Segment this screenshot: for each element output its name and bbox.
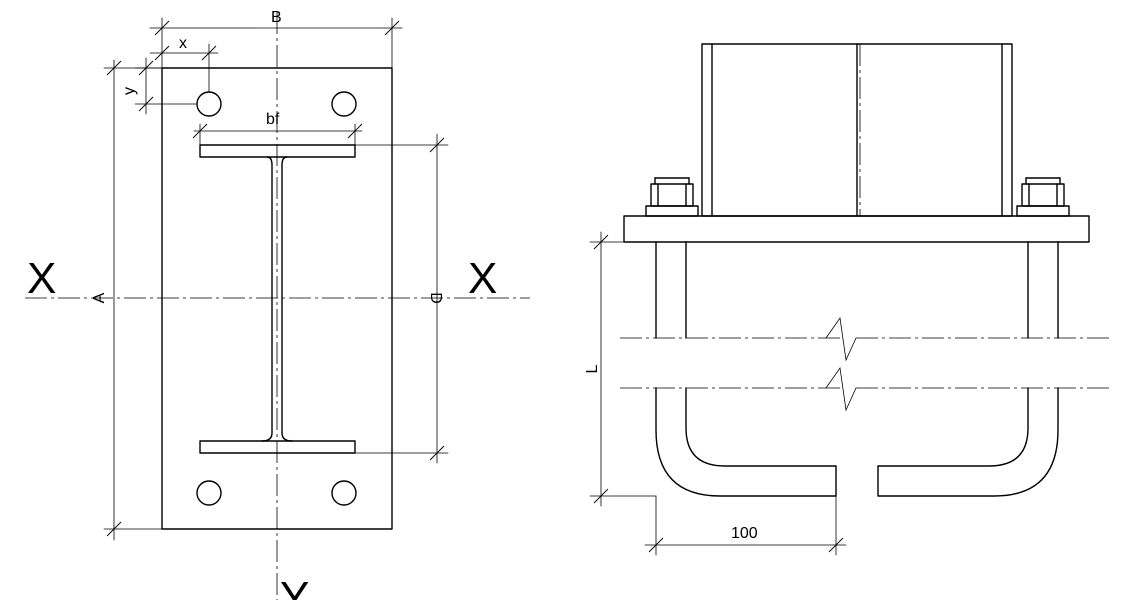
dimension-bf: bf — [192, 111, 363, 146]
y-axis-label: Y — [280, 573, 309, 600]
dimension-a: A — [91, 59, 163, 541]
bolt-hole-top-left — [196, 91, 222, 117]
base-plate-outline — [161, 67, 393, 530]
column-elevation — [701, 43, 1013, 217]
bottom-flange — [199, 440, 356, 454]
dimension-bf-label: bf — [266, 111, 280, 128]
top-flange — [199, 144, 356, 158]
dimension-b-label: B — [271, 9, 282, 26]
dimension-d-label: D — [427, 292, 444, 304]
x-axis-label-right: X — [468, 254, 497, 303]
bolt-hole-top-right — [331, 91, 357, 117]
web — [261, 156, 293, 442]
x-axis-label-left: X — [27, 254, 56, 303]
dimension-y-label: y — [121, 87, 138, 95]
dimension-100-label: 100 — [731, 525, 758, 542]
dimension-l: L — [584, 231, 657, 507]
plan-view: B x y A — [25, 9, 530, 600]
nut-right — [1016, 177, 1070, 217]
bolt-hole-bottom-left — [196, 480, 222, 506]
bolt-hole-bottom-right — [331, 480, 357, 506]
elevation-view: L 100 — [584, 43, 1110, 556]
break-lines — [620, 316, 1110, 412]
dimension-x-label: x — [179, 35, 187, 52]
dimension-a-label: A — [91, 292, 108, 303]
base-plate-elevation — [623, 215, 1090, 243]
dimension-100: 100 — [644, 495, 847, 556]
dimension-l-label: L — [584, 364, 601, 373]
nut-left — [645, 177, 699, 217]
dimension-x: x — [149, 35, 219, 93]
dimension-b: B — [149, 9, 403, 69]
anchor-bolt-left — [655, 241, 837, 497]
anchor-bolt-right — [877, 241, 1059, 497]
dimension-d: D — [354, 133, 449, 464]
dimension-y: y — [121, 57, 198, 115]
